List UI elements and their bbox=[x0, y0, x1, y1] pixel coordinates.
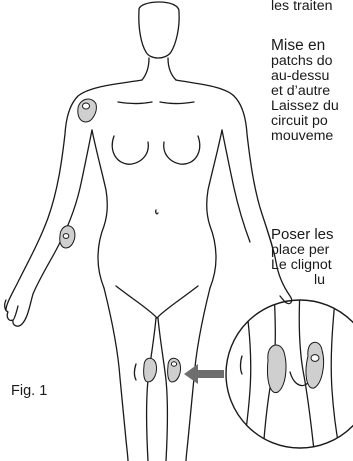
text-line: Mise en bbox=[271, 37, 339, 54]
text-line: circuit po bbox=[271, 114, 339, 129]
left-arm-outer bbox=[6, 80, 142, 310]
collar-left bbox=[118, 102, 152, 104]
text-line: au-dessu bbox=[271, 69, 339, 84]
torso-left bbox=[92, 130, 107, 288]
text-line: lu bbox=[271, 273, 334, 288]
text-line: les traiten bbox=[271, 0, 333, 14]
text-block-1: les traiten bbox=[271, 0, 333, 14]
upper-arm-patch-dot bbox=[63, 234, 69, 239]
breast-left bbox=[112, 136, 148, 164]
zoom-circle-outline bbox=[226, 300, 353, 448]
text-line: Poser les bbox=[271, 226, 334, 243]
text-line: mouveme bbox=[271, 129, 339, 144]
left-leg-outer bbox=[104, 288, 128, 461]
knee-patch-left bbox=[144, 358, 157, 382]
head-outline bbox=[139, 2, 179, 58]
left-leg-inner bbox=[147, 318, 157, 461]
text-line: Laissez du bbox=[271, 99, 339, 114]
groin bbox=[116, 286, 198, 318]
neck-right bbox=[168, 58, 176, 80]
text-block-2: Mise en patchs do au-dessu et d’autre La… bbox=[271, 37, 339, 144]
right-arm-outer bbox=[176, 80, 276, 262]
collar-right bbox=[160, 102, 194, 104]
text-line: et d’autre bbox=[271, 84, 339, 99]
text-line: patchs do bbox=[271, 54, 339, 69]
shoulder-patch-electrode bbox=[78, 99, 97, 122]
pointer-arrow bbox=[184, 364, 224, 384]
right-leg-inner bbox=[158, 318, 168, 461]
shoulder-patch-dot bbox=[83, 103, 90, 109]
torso-right bbox=[207, 130, 222, 288]
right-arm-inner bbox=[222, 130, 250, 242]
neck-left bbox=[142, 58, 149, 80]
text-line: place per bbox=[271, 243, 334, 258]
text-block-3: Poser les place per Le clignot lu bbox=[271, 226, 334, 288]
zoom-patch-right bbox=[306, 342, 324, 388]
knee-patch-dot bbox=[171, 362, 176, 366]
breast-right bbox=[164, 136, 200, 164]
text-line: Le clignot bbox=[271, 258, 334, 273]
navel bbox=[156, 210, 158, 214]
zoom-patch-dot bbox=[311, 355, 319, 362]
zoom-patch-left bbox=[267, 345, 286, 393]
figure-label: Fig. 1 bbox=[11, 383, 47, 399]
knee-mark-left bbox=[135, 364, 137, 380]
